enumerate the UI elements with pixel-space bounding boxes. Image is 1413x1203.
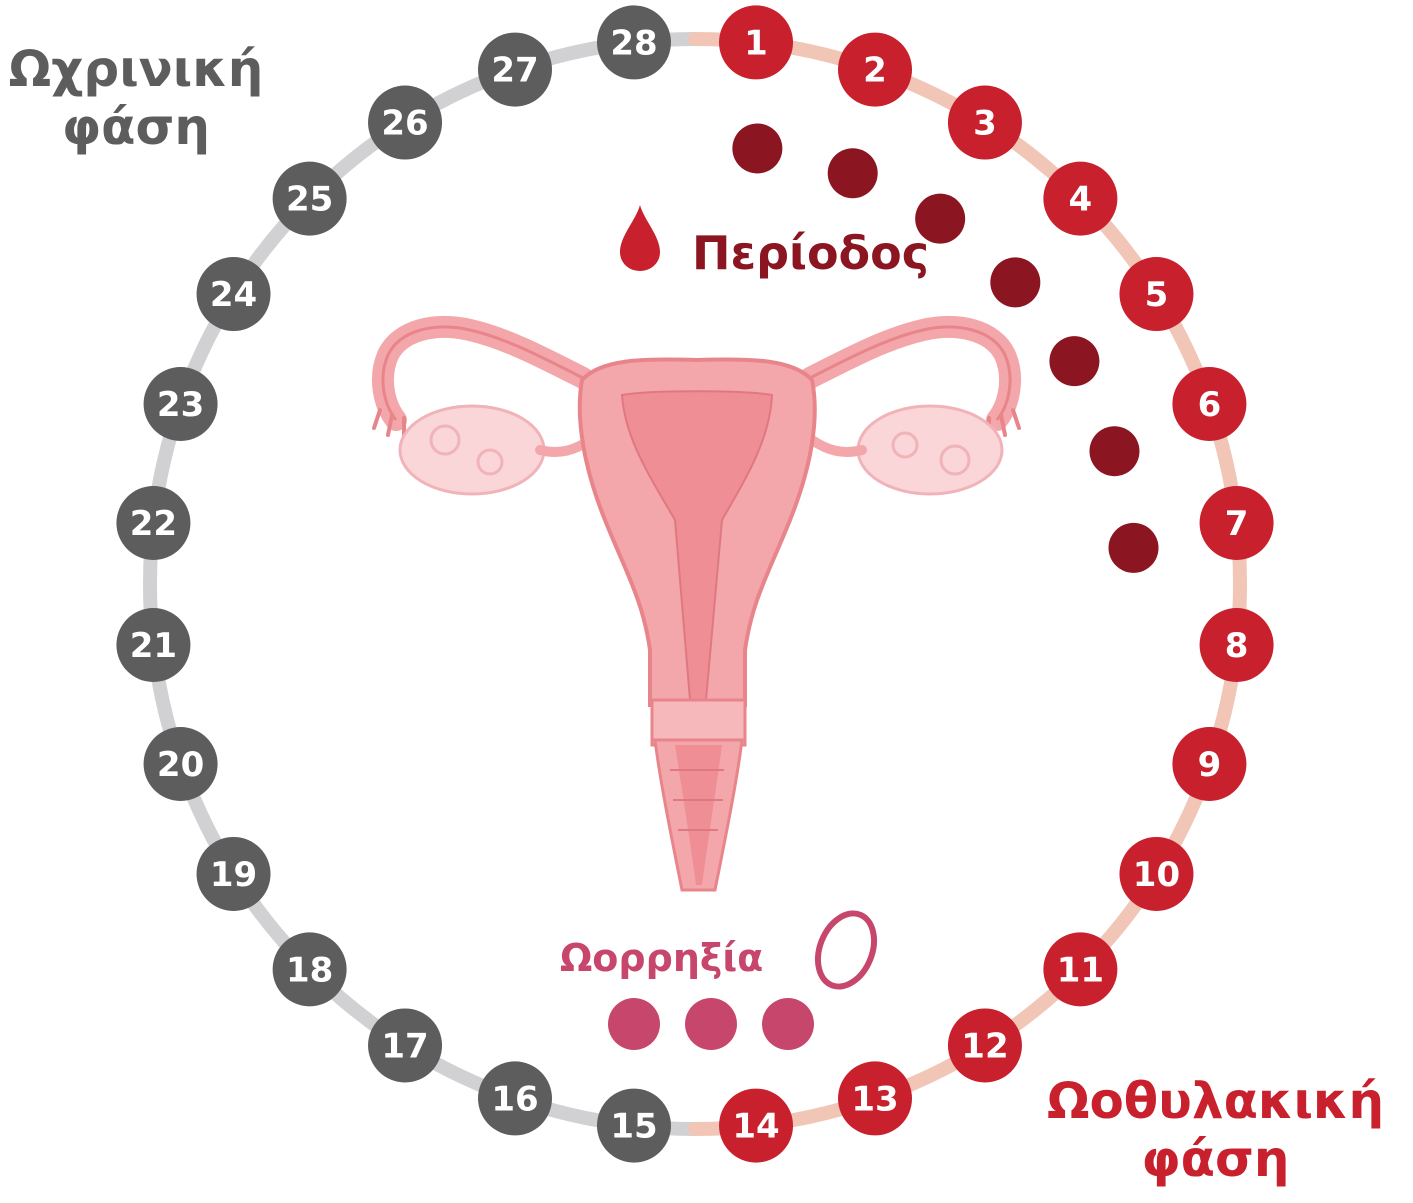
ovulation-label: Ωορρηξία [560,936,763,980]
day-badge-4: 4 [1043,162,1117,236]
uterus-illustration [374,327,1019,890]
blood-drop-icon [620,205,660,271]
day-number: 23 [157,385,204,425]
day-number: 25 [286,180,333,220]
day-number: 6 [1198,385,1222,425]
day-number: 26 [381,104,428,144]
day-badge-2: 2 [838,33,912,107]
day-badge-3: 3 [948,86,1022,160]
day-badge-24: 24 [197,257,271,331]
follicular-phase-line2: φάση [1018,1130,1413,1188]
day-badge-11: 11 [1043,932,1117,1006]
follicular-ring-arc [695,39,1240,1129]
day-badge-12: 12 [948,1008,1022,1082]
day-badge-26: 26 [368,86,442,160]
luteal-phase-line1: Ωχρινική [0,40,272,98]
day-number: 18 [286,950,333,990]
day-number: 22 [130,504,177,544]
day-number: 16 [491,1079,538,1119]
period-dot [1109,523,1159,573]
day-number: 8 [1225,626,1249,666]
day-badge-7: 7 [1200,486,1274,560]
day-badge-23: 23 [144,367,218,441]
day-number: 13 [851,1079,898,1119]
day-badge-1: 1 [719,5,793,79]
luteal-phase-line2: φάση [0,98,272,156]
day-number: 24 [210,275,257,315]
right-ovary [858,406,1002,494]
day-number: 7 [1225,504,1249,544]
day-number: 4 [1069,180,1093,220]
ovulation-dots [608,998,814,1050]
day-number: 28 [610,23,657,63]
day-badge-21: 21 [116,608,190,682]
day-number: 9 [1198,745,1222,785]
day-badge-25: 25 [273,162,347,236]
day-badge-22: 22 [116,486,190,560]
day-number: 17 [381,1026,428,1066]
ovulation-dot [608,998,660,1050]
day-number: 3 [973,104,997,144]
day-number: 2 [863,51,887,91]
day-badge-20: 20 [144,727,218,801]
day-number: 12 [961,1026,1008,1066]
day-badge-10: 10 [1119,837,1193,911]
period-dot [828,148,878,198]
ovulation-dot [762,998,814,1050]
day-number: 14 [732,1107,779,1147]
day-badge-27: 27 [478,33,552,107]
day-badge-13: 13 [838,1061,912,1135]
day-badge-14: 14 [719,1089,793,1163]
day-number: 20 [157,745,204,785]
left-ovary [400,406,544,494]
period-dot [732,123,782,173]
day-number: 11 [1057,950,1104,990]
ovulation-dot [685,998,737,1050]
day-badge-19: 19 [197,837,271,911]
follicular-phase-label: Ωοθυλακική φάση [1018,1072,1413,1188]
day-number: 21 [130,626,177,666]
egg-icon [808,905,885,995]
day-number: 10 [1133,855,1180,895]
day-badge-6: 6 [1172,367,1246,441]
day-badge-9: 9 [1172,727,1246,801]
day-badge-15: 15 [597,1089,671,1163]
period-dot [990,257,1040,307]
day-badge-28: 28 [597,5,671,79]
day-number: 27 [491,51,538,91]
day-badge-17: 17 [368,1008,442,1082]
day-number: 1 [744,23,768,63]
day-badge-16: 16 [478,1061,552,1135]
day-badge-18: 18 [273,932,347,1006]
day-badge-8: 8 [1200,608,1274,682]
day-number: 15 [610,1107,657,1147]
day-number: 19 [210,855,257,895]
day-badge-5: 5 [1119,257,1193,331]
day-number: 5 [1145,275,1169,315]
period-dot [1049,336,1099,386]
period-dot [1089,426,1139,476]
period-label: Περίοδος [692,226,929,280]
follicular-phase-line1: Ωοθυλακική [1018,1072,1413,1130]
luteal-phase-label: Ωχρινική φάση [0,40,272,156]
